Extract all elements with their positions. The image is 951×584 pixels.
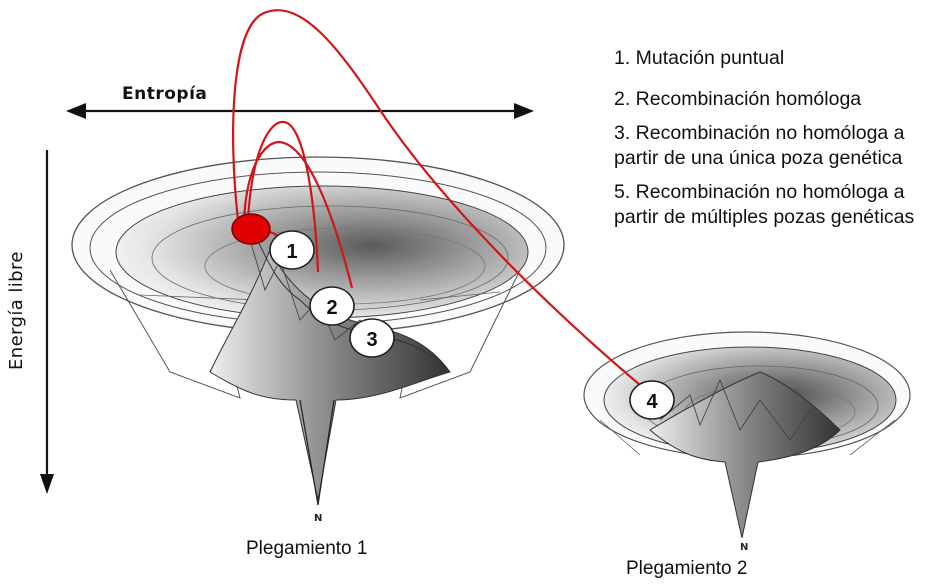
svg-text:1: 1 [286, 241, 297, 263]
marker-1: 1 [270, 231, 314, 269]
svg-text:2: 2 [326, 297, 337, 319]
funnel-fold1 [72, 157, 564, 505]
marker-4: 4 [630, 381, 674, 419]
legend: 1. Mutación puntual 2. Recombinación hom… [614, 46, 949, 239]
legend-item-3: 3. Recombinación no homóloga a partir de… [614, 121, 949, 171]
origin-point [232, 214, 270, 244]
energy-axis [40, 150, 54, 494]
caption-fold2: Plegamiento 2 [626, 558, 747, 580]
marker-3: 3 [350, 319, 394, 357]
energy-axis-label: Energía libre [6, 251, 27, 370]
legend-item-2: 2. Recombinación homóloga [614, 87, 949, 112]
funnel-fold2 [584, 332, 910, 538]
legend-item-5: 5. Recombinación no homóloga a partir de… [614, 180, 949, 230]
marker-2: 2 [310, 287, 354, 325]
native-state-label-fold1: N [314, 513, 322, 524]
native-state-label-fold2: N [740, 542, 748, 553]
entropy-axis-label: Entropía [122, 84, 207, 104]
caption-fold1: Plegamiento 1 [246, 538, 367, 560]
entropy-axis [66, 103, 534, 119]
legend-item-1: 1. Mutación puntual [614, 46, 949, 71]
svg-text:3: 3 [366, 329, 377, 351]
svg-text:4: 4 [646, 391, 658, 413]
